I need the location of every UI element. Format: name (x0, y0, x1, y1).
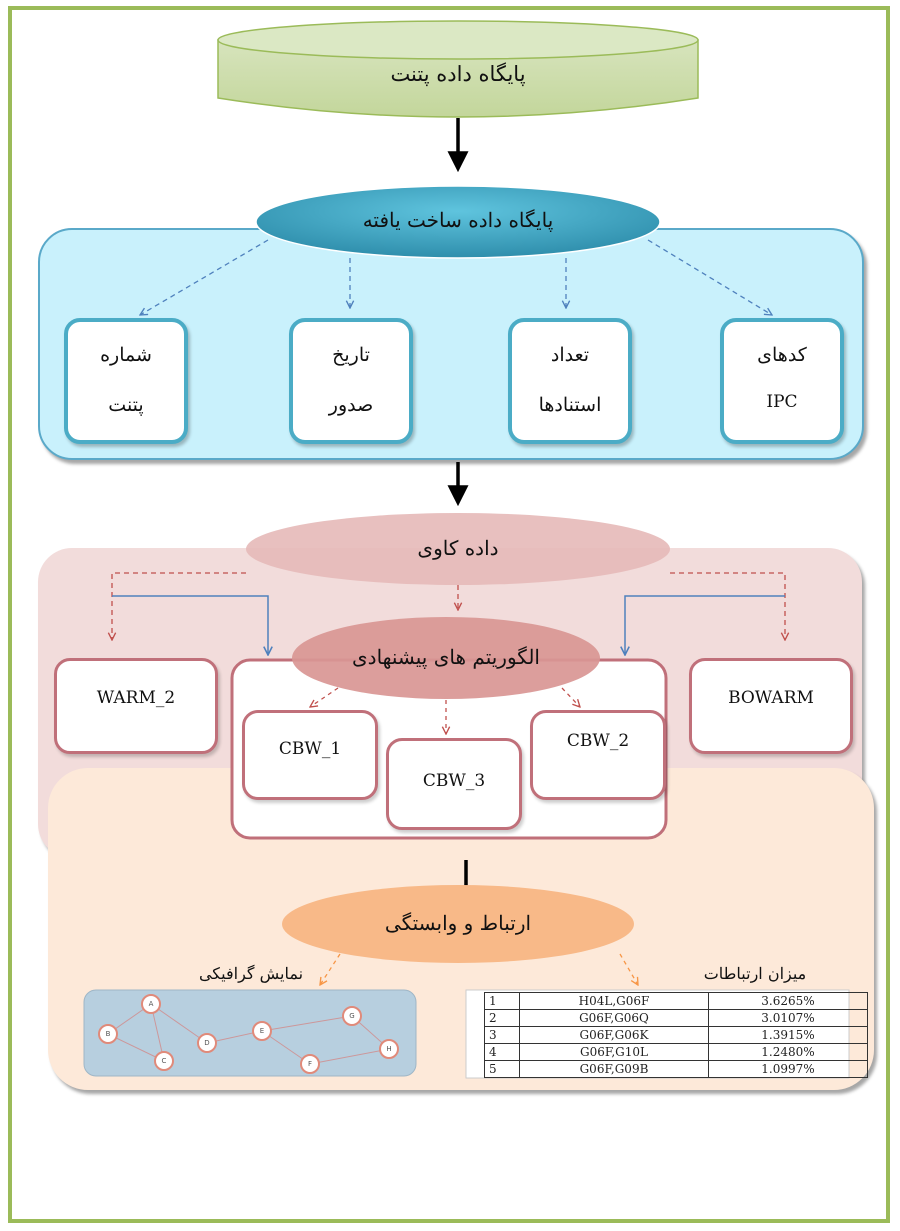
algorithm-box-bowarm: BOWARM (689, 658, 853, 754)
relations-title: میزان ارتباطات (703, 964, 807, 983)
relations-cell-n: 3 (484, 1026, 520, 1044)
algorithm-label: WARM_2 (96, 688, 176, 708)
proposed-arrows (310, 687, 580, 734)
graph-node: B (98, 1024, 118, 1044)
algorithm-label: BOWARM (728, 688, 814, 708)
graph-node: F (300, 1054, 320, 1074)
structured-field-arrows (140, 239, 772, 315)
graph-node: C (154, 1051, 174, 1071)
database-label: پایگاه داده پتنت (390, 62, 526, 86)
relations-cell-n: 5 (484, 1060, 520, 1078)
relations-cell-n: 1 (484, 992, 520, 1010)
algorithm-label: CBW_3 (422, 771, 486, 791)
field-label-line2: صدور (328, 394, 374, 416)
relations-cell-pair: G06F,G06K (519, 1026, 709, 1044)
association-arrows (320, 953, 638, 985)
algorithm-label: CBW_1 (278, 739, 342, 759)
relations-cell-n: 2 (484, 1009, 520, 1027)
graph-node: D (197, 1033, 217, 1053)
association-ellipse (282, 885, 634, 963)
algorithm-box-cbw1: CBW_1 (242, 710, 378, 800)
graph-node: H (379, 1039, 399, 1059)
field-ipc-codes: کدهای IPC (720, 318, 844, 444)
algorithm-label: CBW_2 (566, 731, 630, 751)
graph-node: E (252, 1021, 272, 1041)
field-label-line1: تاریخ (332, 344, 370, 366)
field-label-line2: IPC (766, 392, 798, 412)
relations-cell-pair: G06F,G06Q (519, 1009, 709, 1027)
field-label-line2: استنادها (538, 394, 602, 416)
relations-cell-value: 3.0107% (708, 1009, 868, 1027)
field-label-line1: کدهای (757, 344, 807, 366)
algorithm-box-cbw3: CBW_3 (386, 738, 522, 830)
field-patent-number: شماره پتنت (64, 318, 188, 444)
algorithm-box-warm2: WARM_2 (54, 658, 218, 754)
data-mining-label: داده کاوی (417, 536, 499, 560)
association-label: ارتباط و وابستگی (384, 911, 532, 935)
diagram-frame (8, 6, 890, 1223)
graphic-title: نمایش گرافیکی (198, 964, 304, 983)
data-mining-ellipse (246, 513, 670, 585)
graph-panel (83, 989, 417, 1077)
graph-node: G (342, 1006, 362, 1026)
field-citation-count: تعداد استنادها (508, 318, 632, 444)
proposed-ellipse (292, 617, 600, 699)
field-label-line1: شماره (100, 344, 152, 366)
algorithm-solid-arrows (112, 595, 785, 655)
relations-cell-pair: G06F,G10L (519, 1043, 709, 1061)
relations-cell-pair: H04L,G06F (519, 992, 709, 1010)
relations-cell-value: 3.6265% (708, 992, 868, 1010)
relations-cell-pair: G06F,G09B (519, 1060, 709, 1078)
structured-db-label: پایگاه داده ساخت یافته (362, 208, 554, 232)
algorithm-box-cbw2: CBW_2 (530, 710, 666, 800)
proposed-label: الگوریتم های پیشنهادی (352, 645, 540, 669)
structured-db-ellipse (255, 185, 661, 259)
relations-cell-value: 1.3915% (708, 1026, 868, 1044)
graph-node: A (141, 994, 161, 1014)
relations-cell-value: 1.0997% (708, 1060, 868, 1078)
field-issue-date: تاریخ صدور (289, 318, 413, 444)
relations-cell-value: 1.2480% (708, 1043, 868, 1061)
field-label-line1: تعداد (550, 344, 590, 366)
mining-arrows (112, 572, 785, 640)
field-label-line2: پتنت (108, 394, 144, 416)
relations-cell-n: 4 (484, 1043, 520, 1061)
database-cylinder (217, 20, 699, 118)
